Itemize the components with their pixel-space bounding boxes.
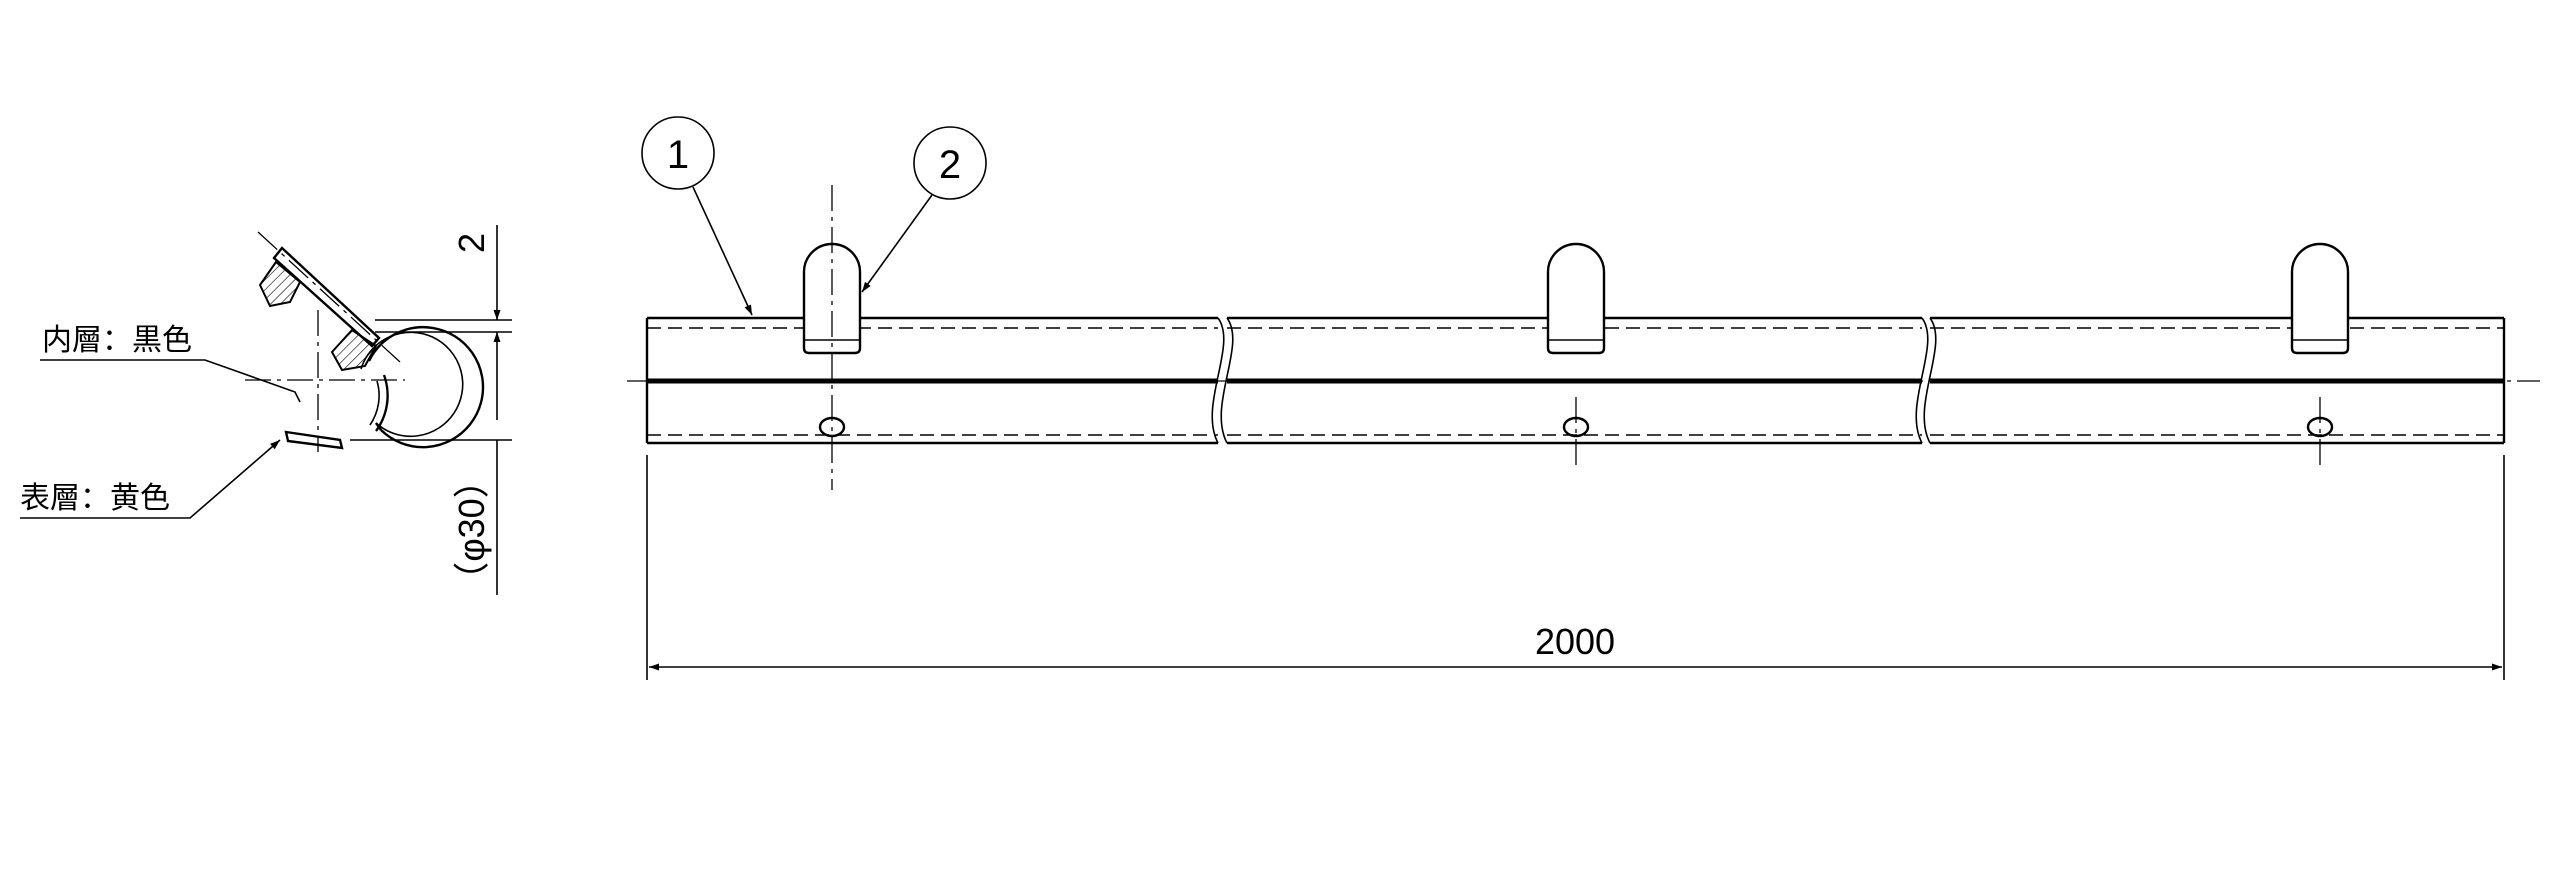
clip-hatch-lower — [330, 328, 378, 372]
clip-lower — [284, 430, 344, 450]
tube-right-arc-inner — [369, 380, 380, 426]
label-surface-layer: 表層：黄色 — [20, 482, 170, 515]
break-line-2a — [1915, 317, 1929, 444]
dim-overall-length: 2000 — [1535, 621, 1615, 662]
clip-3 — [2290, 242, 2350, 355]
dim-diameter: （φ30） — [451, 462, 492, 597]
break-line-1b — [1220, 317, 1234, 444]
clip-centerline — [257, 231, 401, 363]
tube-outer-arc — [367, 326, 485, 449]
break-line-2b — [1923, 317, 1937, 444]
clip-1 — [802, 242, 862, 355]
label-inner-layer: 内層：黒色 — [42, 324, 192, 357]
dim-wall-thickness: 2 — [451, 233, 492, 253]
balloon-2-leader — [861, 194, 933, 293]
break-line-1a — [1211, 317, 1225, 444]
clip-hatch-upper — [258, 260, 302, 308]
section-view: 内層：黒色 表層：黄色 2 （φ30） — [20, 225, 512, 598]
tube-inner-arc — [360, 331, 464, 438]
side-view: 1 2 2000 — [627, 116, 2540, 680]
clip-2 — [1546, 242, 1606, 355]
balloon-1-leader — [692, 186, 753, 316]
balloon-1-number: 1 — [667, 133, 689, 177]
balloon-2 — [913, 126, 987, 200]
balloon-1 — [641, 116, 715, 190]
leader-inner-layer — [40, 359, 301, 403]
balloon-2-number: 2 — [939, 143, 961, 187]
leader-surface-layer — [20, 439, 281, 519]
